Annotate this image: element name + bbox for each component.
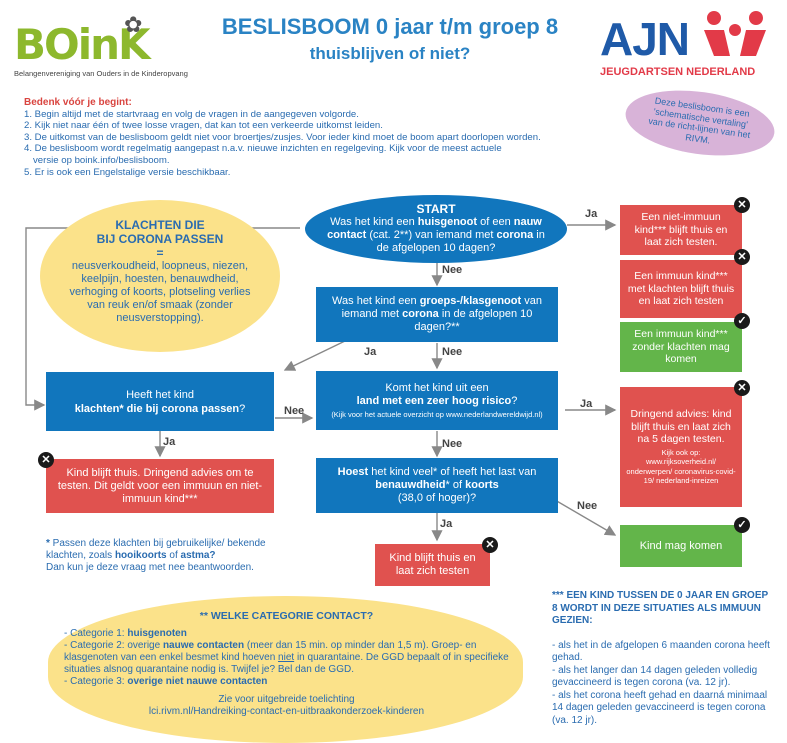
categorie-ellipse: ** WELKE CATEGORIE CONTACT? - Categorie …: [48, 596, 523, 743]
label-ja: Ja: [440, 518, 453, 530]
question-risicoland: Komt het kind uit een land met een zeer …: [316, 371, 558, 430]
outcome-dringend-advies: Dringend advies: kind blijft thuis en la…: [620, 387, 742, 507]
question-klachten: Heeft het kind klachten* die bij corona …: [46, 372, 274, 431]
start-title: START: [416, 202, 456, 216]
label-nee: Nee: [442, 438, 463, 450]
immuun-item: - als het corona heeft gehad en daarná m…: [552, 689, 768, 726]
categorie-3: - Categorie 3: overige niet nauwe contac…: [64, 676, 268, 687]
title-line-1: BESLISBOOM 0 jaar t/m groep 8: [221, 14, 559, 39]
start-node: START Was het kind een huisgenoot of een…: [305, 195, 567, 263]
boink-subtitle: Belangenvereniging van Ouders in de Kind…: [14, 69, 188, 78]
start-question: Was het kind een huisgenoot of een nauw …: [327, 216, 545, 254]
check-icon: ✓: [734, 517, 750, 533]
immuun-info: *** EEN KIND TUSSEN DE 0 JAAR EN GROEP 8…: [552, 590, 772, 727]
label-nee: Nee: [284, 405, 305, 417]
categorie-1: - Categorie 1: huisgenoten: [64, 628, 187, 639]
intro: Bedenk vóór je begint: 1. Begin altijd m…: [24, 97, 614, 178]
categorie-2: - Categorie 2: overige nauwe contacten (…: [64, 640, 509, 675]
intro-item: 4. De beslisboom wordt regelmatig aangep…: [24, 143, 502, 155]
question-groepsgenoot: Was het kind een groeps-/klasgenoot van …: [316, 287, 558, 342]
immuun-item: - als het langer dan 14 dagen geleden vo…: [552, 664, 758, 689]
klachten-title: KLACHTEN DIE: [115, 218, 205, 232]
close-icon: ✕: [38, 452, 54, 468]
close-icon: ✕: [482, 537, 498, 553]
outcome-immuun-zonder-klachten: Een immuun kind*** zonder klachten mag k…: [620, 322, 742, 372]
intro-heading: Bedenk vóór je begint:: [24, 97, 132, 108]
page-title: BESLISBOOM 0 jaar t/m groep 8 thuisblijv…: [190, 14, 590, 64]
check-icon: ✓: [734, 313, 750, 329]
title-line-2: thuisblijven of niet?: [309, 44, 471, 63]
outcome-thuis-testen: Kind blijft thuis en laat zich testen: [375, 544, 490, 586]
question-hoest: Hoest het kind veel* of heeft het last v…: [316, 458, 558, 513]
categorie-see: Zie voor uitgebreide toelichting: [218, 694, 355, 705]
boink-logo: BOinK ✿ Belangenvereniging van Ouders in…: [14, 12, 188, 82]
outcome-immuun-klachten: Een immuun kind*** met klachten blijft t…: [620, 260, 742, 318]
immuun-title: *** EEN KIND TUSSEN DE 0 JAAR EN GROEP 8…: [552, 590, 768, 626]
close-icon: ✕: [734, 249, 750, 265]
close-icon: ✕: [734, 197, 750, 213]
outcome-dringend-testen: Kind blijft thuis. Dringend advies om te…: [46, 459, 274, 513]
intro-item: 1. Begin altijd met de startvraag en vol…: [24, 108, 359, 120]
ajn-logo: AJN JEUGDARTSEN NEDERLAND: [600, 8, 775, 80]
label-nee: Nee: [442, 264, 463, 276]
categorie-title: ** WELKE CATEGORIE CONTACT?: [199, 610, 374, 622]
klachten-ellipse: KLACHTEN DIE BIJ CORONA PASSEN = neusver…: [40, 200, 280, 352]
label-ja: Ja: [364, 346, 377, 358]
klachten-equals: =: [156, 246, 164, 260]
close-icon: ✕: [734, 380, 750, 396]
intro-item: versie op boink.info/beslisboom.: [33, 154, 170, 166]
footnote: * Passen deze klachten bij gebruikelijke…: [46, 538, 266, 573]
outcome-niet-immuun: Een niet-immuun kind*** blijft thuis en …: [620, 205, 742, 255]
immuun-item: - als het in de afgelopen 6 maanden coro…: [552, 639, 770, 664]
outcome-mag-komen: Kind mag komen: [620, 525, 742, 567]
label-ja: Ja: [580, 398, 593, 410]
ajn-logo-text: AJN: [600, 13, 690, 65]
intro-item: 2. Kijk niet naar één of twee losse vrag…: [24, 120, 383, 132]
boink-logo-text: BOinK: [14, 20, 151, 69]
label-nee: Nee: [577, 500, 598, 512]
label-nee: Nee: [442, 346, 463, 358]
bird-icon: ✿: [124, 12, 143, 37]
klachten-text: neusverkoudheid, loopneus, niezen, keelp…: [69, 260, 251, 324]
label-ja: Ja: [163, 436, 176, 448]
categorie-link[interactable]: lci.rivm.nl/Handreiking-contact-en-uitbr…: [148, 706, 425, 717]
label-ja: Ja: [585, 208, 598, 220]
intro-item: 3. De uitkomst van de beslisboom geldt n…: [24, 131, 541, 143]
ajn-figures-icon: [704, 11, 766, 56]
klachten-title: BIJ CORONA PASSEN: [96, 232, 224, 246]
ajn-subtitle: JEUGDARTSEN NEDERLAND: [600, 66, 756, 78]
intro-item: 5. Er is ook een Engelstalige versie bes…: [24, 166, 231, 178]
